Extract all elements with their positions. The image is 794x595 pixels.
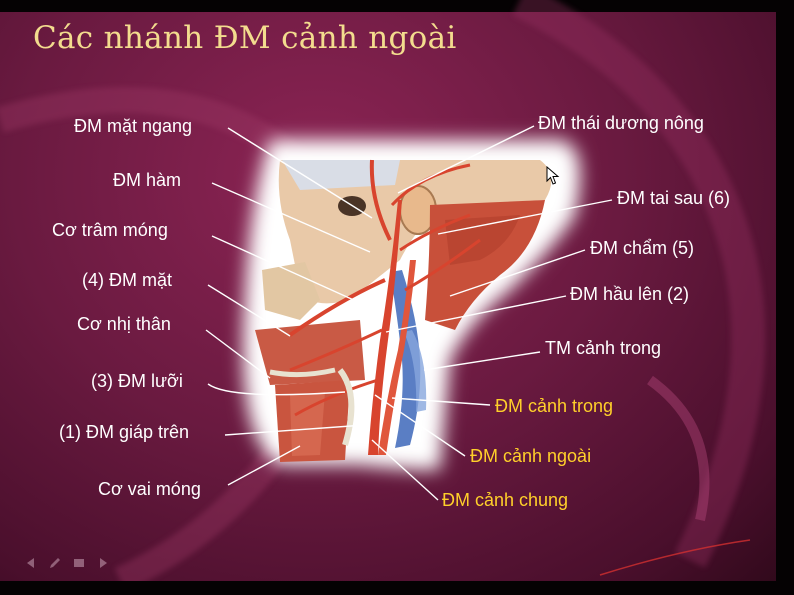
leader-dm-giap-tren — [224, 424, 366, 436]
prev-arrow-icon[interactable] — [24, 556, 38, 570]
leader-co-nhi-than — [205, 329, 271, 379]
mouse-cursor-icon — [546, 166, 560, 185]
label-co-vai-mong: Cơ vai móng — [98, 479, 201, 499]
leader-dm-canh-trong — [391, 397, 491, 406]
leader-dm-canh-chung — [371, 439, 439, 501]
label-dm-tai-sau: ĐM tai sau (6) — [617, 188, 731, 208]
leader-dm-luoi — [207, 383, 346, 396]
slide-title: Các nhánh ĐM cảnh ngoài — [33, 20, 457, 56]
pen-icon[interactable] — [48, 556, 62, 570]
leader-dm-cham — [449, 249, 586, 297]
leader-dm-thai-duong-nong — [397, 125, 535, 194]
leader-co-tram-mong — [211, 235, 368, 307]
label-dm-mat-ngang: ĐM mặt ngang — [74, 116, 193, 136]
label-co-nhi-than: Cơ nhị thân — [77, 314, 171, 334]
leader-dm-mat — [207, 284, 291, 337]
label-dm-canh-ngoai: ĐM cảnh ngoài — [470, 446, 592, 466]
leader-dm-mat-ngang — [227, 127, 373, 219]
leader-dm-tai-sau — [437, 199, 613, 235]
next-arrow-icon[interactable] — [96, 556, 110, 570]
leader-dm-canh-ngoai — [374, 394, 466, 457]
label-dm-mat: (4) ĐM mặt — [82, 270, 172, 290]
leader-tm-canh-trong — [423, 351, 541, 371]
neck-artery-illustration — [255, 159, 552, 462]
label-dm-giap-tren: (1) ĐM giáp trên — [59, 422, 190, 442]
label-dm-ham: ĐM hàm — [113, 170, 182, 190]
label-dm-canh-chung: ĐM cảnh chung — [442, 490, 569, 510]
letterbox-right — [776, 0, 794, 595]
leader-dm-hau-len — [385, 295, 567, 333]
leader-dm-ham — [211, 182, 371, 253]
label-dm-thai-duong-nong: ĐM thái dương nông — [538, 113, 704, 133]
label-dm-luoi: (3) ĐM lưỡi — [91, 371, 183, 391]
letterbox-bottom — [0, 581, 794, 595]
letterbox-top — [0, 0, 794, 12]
menu-icon[interactable] — [72, 556, 86, 570]
label-dm-canh-trong: ĐM cảnh trong — [495, 396, 614, 416]
label-dm-cham: ĐM chẩm (5) — [590, 238, 695, 258]
label-tm-canh-trong: TM cảnh trong — [545, 338, 662, 358]
leader-co-vai-mong — [227, 445, 301, 486]
label-co-tram-mong: Cơ trâm móng — [52, 220, 168, 240]
label-dm-hau-len: ĐM hầu lên (2) — [570, 284, 690, 304]
